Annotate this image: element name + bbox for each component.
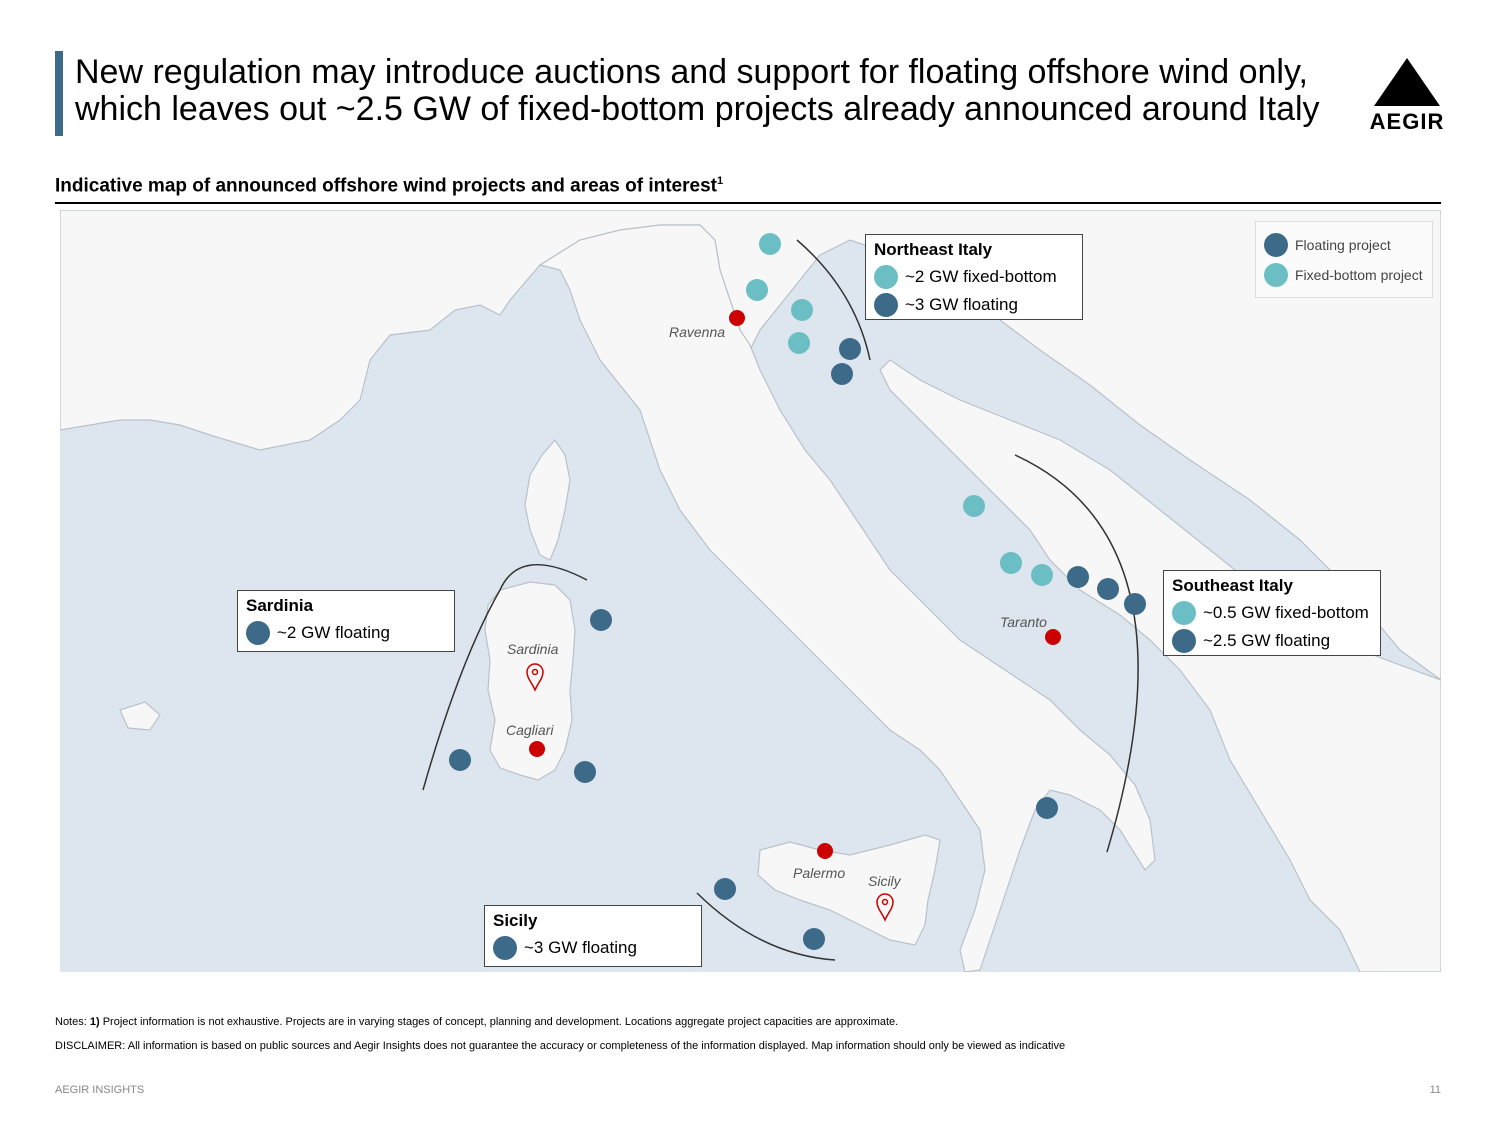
floating-project-marker — [1036, 797, 1058, 819]
floating-project-marker — [1097, 578, 1119, 600]
floating-dot-icon — [874, 293, 898, 317]
map-legend: Floating project Fixed-bottom project — [1255, 221, 1433, 298]
fixed-bottom-project-marker — [1031, 564, 1053, 586]
floating-dot-icon — [493, 936, 517, 960]
floating-dot-icon — [1172, 629, 1196, 653]
projects — [449, 233, 1146, 950]
aegir-logo-icon — [1374, 58, 1440, 106]
location-pin-sicily-icon — [876, 893, 894, 922]
arc-northeast — [796, 239, 871, 361]
floating-project-marker — [714, 878, 736, 900]
location-pin-sardinia-icon — [526, 663, 544, 692]
notes-ref: 1) — [89, 1016, 100, 1028]
legend-floating-label: Floating project — [1295, 237, 1391, 253]
map-canvas: Ravenna Taranto Cagliari Palermo Sardini… — [60, 210, 1441, 972]
city-marker-taranto — [1045, 629, 1061, 645]
notes-text: Project information is not exhaustive. P… — [102, 1016, 899, 1028]
region-box-northeast: Northeast Italy ~2 GW fixed-bottom ~3 GW… — [865, 234, 1083, 320]
region-fixed-label: ~0.5 GW fixed-bottom — [1203, 603, 1369, 622]
region-row-fixed: ~0.5 GW fixed-bottom — [1172, 600, 1372, 626]
fixed-bottom-dot-icon — [874, 265, 898, 289]
floating-project-marker — [831, 363, 853, 385]
floating-dot-icon — [246, 621, 270, 645]
disclaimer: DISCLAIMER: All information is based on … — [55, 1040, 1066, 1052]
region-title: Northeast Italy — [874, 240, 993, 259]
city-label-ravenna: Ravenna — [669, 324, 725, 340]
fixed-bottom-project-marker — [788, 332, 810, 354]
notes: Notes: 1) Project information is not exh… — [55, 1016, 898, 1028]
floating-project-marker — [1124, 593, 1146, 615]
floating-project-marker — [1067, 566, 1089, 588]
region-box-sardinia: Sardinia ~2 GW floating — [237, 590, 455, 652]
title-accent-bar — [55, 51, 63, 136]
city-marker-ravenna — [729, 310, 745, 326]
city-label-palermo: Palermo — [793, 865, 845, 881]
page-title-line-2: which leaves out ~2.5 GW of fixed-bottom… — [75, 90, 1320, 128]
fixed-bottom-project-marker — [746, 279, 768, 301]
page-title-line-1: New regulation may introduce auctions an… — [75, 53, 1308, 91]
subtitle-rule — [55, 202, 1441, 204]
map-subtitle-footnote: 1 — [716, 175, 724, 187]
floating-project-marker — [449, 749, 471, 771]
city-label-cagliari: Cagliari — [506, 722, 554, 738]
fixed-bottom-dot-icon — [1172, 601, 1196, 625]
land-balearics — [119, 701, 161, 731]
region-row-floating: ~2 GW floating — [246, 620, 446, 646]
city-marker-cagliari — [529, 741, 545, 757]
floating-project-marker — [574, 761, 596, 783]
floating-project-marker — [839, 338, 861, 360]
map-subtitle-text: Indicative map of announced offshore win… — [55, 175, 717, 197]
land-sicily — [757, 834, 941, 946]
footer-brand: AEGIR INSIGHTS — [55, 1084, 145, 1096]
page-title: New regulation may introduce auctions an… — [75, 54, 1355, 128]
region-row-floating: ~2.5 GW floating — [1172, 628, 1372, 654]
city-marker-palermo — [817, 843, 833, 859]
region-title: Southeast Italy — [1172, 576, 1293, 595]
floating-project-marker — [590, 609, 612, 631]
land-italy-peninsula — [538, 224, 1156, 972]
land-balkans — [879, 359, 1441, 972]
arc-sardinia — [422, 563, 588, 791]
floating-dot-icon — [1264, 233, 1288, 257]
region-floating-label: ~3 GW floating — [524, 938, 637, 957]
map-subtitle: Indicative map of announced offshore win… — [55, 175, 723, 197]
arc-sicily — [696, 892, 836, 961]
land-corsica — [524, 439, 571, 561]
legend-row-floating: Floating project — [1264, 230, 1424, 260]
legend-row-fixed: Fixed-bottom project — [1264, 260, 1424, 290]
logo-text: AEGIR — [1369, 109, 1445, 134]
island-label-sardinia: Sardinia — [507, 641, 559, 657]
fixed-bottom-project-marker — [1000, 552, 1022, 574]
region-floating-label: ~3 GW floating — [905, 295, 1018, 314]
region-box-southeast: Southeast Italy ~0.5 GW fixed-bottom ~2.… — [1163, 570, 1381, 656]
legend-fixed-label: Fixed-bottom project — [1295, 267, 1423, 283]
notes-label: Notes: — [55, 1016, 87, 1028]
cities — [529, 310, 1061, 859]
fixed-bottom-project-marker — [791, 299, 813, 321]
region-title: Sicily — [493, 911, 538, 930]
region-box-sicily: Sicily ~3 GW floating — [484, 905, 702, 967]
fixed-bottom-dot-icon — [1264, 263, 1288, 287]
region-fixed-label: ~2 GW fixed-bottom — [905, 267, 1057, 286]
fixed-bottom-project-marker — [759, 233, 781, 255]
page-number: 11 — [1429, 1084, 1441, 1096]
region-row-fixed: ~2 GW fixed-bottom — [874, 264, 1074, 290]
region-floating-label: ~2.5 GW floating — [1203, 631, 1331, 650]
region-floating-label: ~2 GW floating — [277, 623, 390, 642]
city-label-taranto: Taranto — [1000, 614, 1047, 630]
floating-project-marker — [803, 928, 825, 950]
region-row-floating: ~3 GW floating — [874, 292, 1074, 318]
italy-offshore-map: Ravenna Taranto Cagliari Palermo Sardini… — [60, 210, 1441, 972]
fixed-bottom-project-marker — [963, 495, 985, 517]
island-label-sicily: Sicily — [868, 873, 902, 889]
region-title: Sardinia — [246, 596, 314, 615]
region-row-floating: ~3 GW floating — [493, 935, 693, 961]
